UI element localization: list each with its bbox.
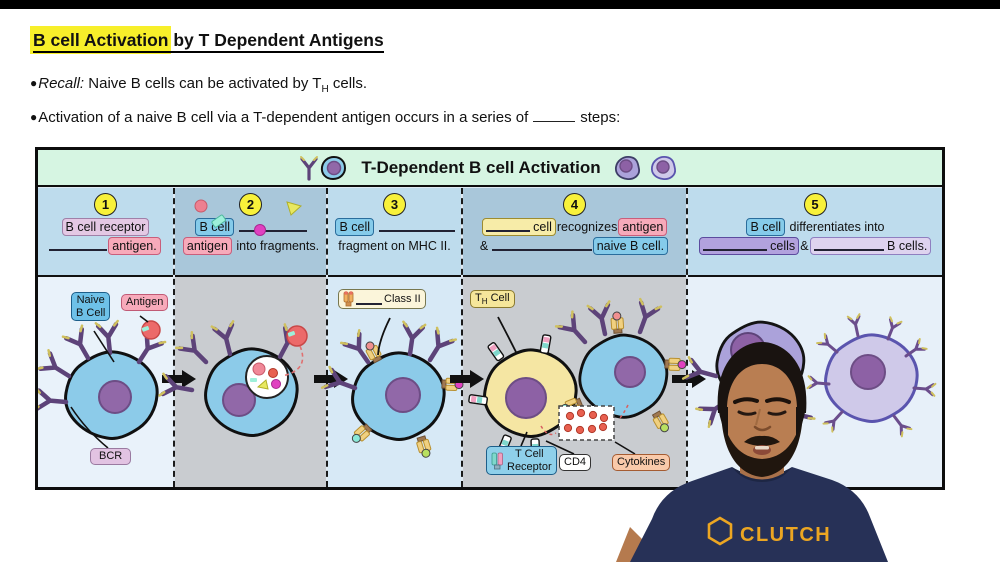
step-1-number: 1 (94, 192, 117, 216)
plasma-memory-cells-icon (614, 155, 676, 180)
antigen-label: Antigen (121, 294, 169, 311)
fill-in-blank (378, 220, 455, 232)
fill-in-blank (813, 239, 884, 251)
step-4-text: recognizes (556, 219, 618, 234)
page-title: B cell Activation by T Dependent Antigen… (30, 26, 384, 54)
letterbox-top (0, 0, 1000, 9)
title-highlight (30, 26, 171, 54)
naive-label-line2: B Cell (76, 306, 106, 319)
b-cell-receptor-box: B cell receptor (61, 217, 150, 236)
bullet-icon: ● (30, 76, 38, 90)
bullet-icon: ● (30, 110, 38, 124)
step-3-text: fragment on MHC II. (338, 238, 451, 253)
bcr-label: BCR (90, 448, 132, 465)
bullet-activation: ●Activation of a naive B cell via a T-de… (30, 109, 620, 126)
step-5-text: differentiates into (789, 219, 885, 234)
activation-text-end: steps: (580, 109, 621, 126)
cd4-label: CD4 (559, 454, 592, 471)
recall-text-end: cells. (328, 75, 368, 92)
memory-b-cells-box: B cells. (809, 236, 932, 256)
mhc-class2-label: Class II (338, 289, 426, 309)
antibody-bcell-icon (300, 155, 347, 181)
step-2-panel (175, 276, 326, 487)
ampersand: & (479, 238, 489, 253)
fill-in-blank (49, 239, 108, 251)
diagram-columns: 1 B cell receptor antigen. 2 B cell anti… (38, 187, 942, 487)
plasma-cells-box: cells (698, 236, 800, 256)
step-5-header: 5 B cell differentiates into cells& B ce… (688, 187, 942, 277)
shirt-brand-text: CLUTCH (740, 524, 831, 546)
tcr-label-line1: T Cell (515, 448, 544, 460)
cells-word: cells (770, 238, 796, 253)
step-1-header: 1 B cell receptor antigen. (38, 187, 173, 277)
b-cells-word: B cells. (887, 238, 928, 253)
antigen-box: antigen (618, 217, 668, 236)
step-4-number: 4 (563, 192, 586, 216)
presenter-arm (616, 527, 644, 562)
recall-text: Naive B cells can be activated by T (84, 75, 322, 92)
activation-diagram: T-Dependent B cell Activation 1 B cell r… (35, 147, 945, 490)
step-2-header: 2 B cell antigen into fragments. (175, 187, 326, 277)
clutch-hexagon-logo (707, 516, 733, 546)
naive-label-line1: Naive (76, 294, 105, 306)
class2-text: Class II (384, 292, 421, 305)
column-step-2: 2 B cell antigen into fragments. (175, 187, 328, 487)
fill-in-blank (485, 220, 530, 232)
th-cell-blank-box: cell (481, 217, 556, 236)
b-cell-box: B cell (746, 217, 786, 236)
ampersand: & (800, 238, 809, 253)
step-3-header: 3 B cell fragment on MHC II. (328, 187, 461, 277)
fill-in-blank (356, 293, 382, 305)
tcr-text: T Cell Receptor (507, 448, 552, 473)
step-2-text: into fragments. (236, 238, 320, 253)
fill-in-blank (238, 220, 307, 232)
step-3-number: 3 (383, 192, 406, 216)
tcr-icon (491, 452, 503, 470)
column-step-1: 1 B cell receptor antigen. (38, 187, 175, 487)
tcr-label-line2: Receptor (507, 460, 552, 473)
t-cell-receptor-label: T Cell Receptor (486, 446, 557, 476)
bullet-recall: ●Recall: Naive B cells can be activated … (30, 75, 367, 95)
fill-in-blank (533, 109, 576, 122)
antigen-box: antigen (182, 236, 232, 256)
recall-subscript: H (321, 84, 329, 95)
b-cell-box: B cell (195, 217, 235, 236)
page-title-text: B cell Activation by T Dependent Antigen… (33, 30, 384, 53)
cell-word: cell (533, 219, 552, 234)
antigen-box: antigen. (108, 236, 161, 256)
fill-in-blank (491, 239, 592, 251)
th-cell-label: TH Cell (470, 290, 515, 309)
b-cell-box: B cell (335, 217, 375, 236)
th-sub: H (481, 297, 488, 307)
step-5-panel (688, 276, 942, 487)
column-step-3: 3 B cell fragment on MHC II. (328, 187, 463, 487)
th-t: T (475, 292, 482, 304)
recall-label: Recall: (38, 75, 85, 92)
naive-b-cell-box: naive B cell. (592, 236, 669, 256)
naive-b-cell-label: Naive B Cell (71, 292, 111, 322)
column-step-5: 5 B cell differentiates into cells& B ce… (688, 187, 942, 487)
diagram-title: T-Dependent B cell Activation (361, 157, 601, 177)
activation-text: Activation of a naive B cell via a T-dep… (38, 109, 529, 126)
mhc-molecule-icon (343, 291, 354, 307)
step-5-number: 5 (803, 192, 827, 216)
fill-in-blank (702, 239, 767, 251)
diagram-header: T-Dependent B cell Activation (38, 150, 942, 187)
th-cell-word: Cell (490, 292, 510, 304)
cytokines-label: Cytokines (612, 454, 671, 471)
step-2-number: 2 (239, 192, 262, 216)
